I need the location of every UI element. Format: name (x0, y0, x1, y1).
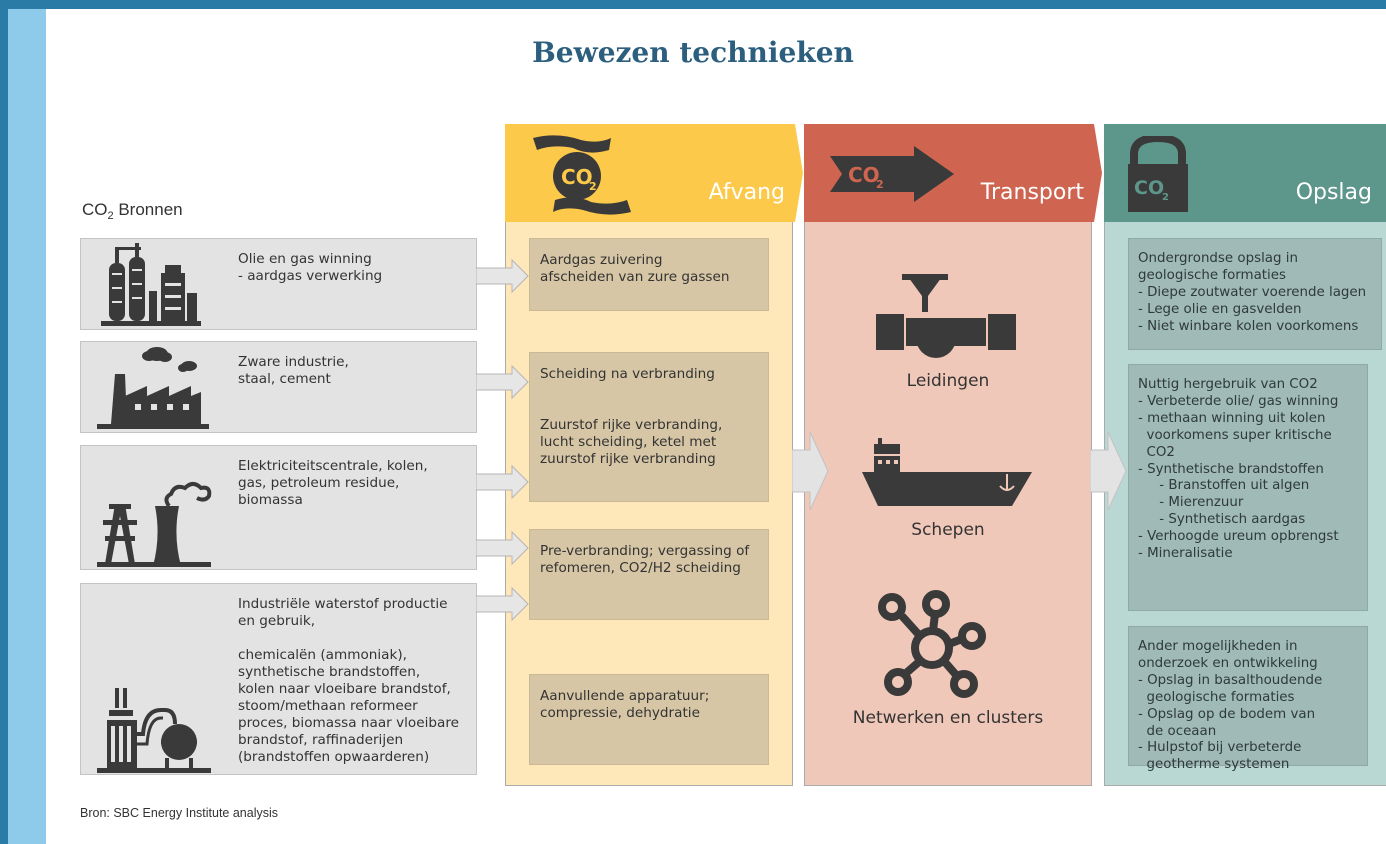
co2-lock-icon: CO 2 (1128, 136, 1188, 212)
transport-icon-sub: 2 (876, 178, 884, 191)
capture-header: CO 2 Afvang (505, 124, 803, 222)
capture-icon-text: CO (561, 165, 593, 189)
source-box-power-plant: Elektriciteitscentrale, kolen, gas, petr… (80, 445, 477, 570)
top-accent-bar (0, 0, 1386, 9)
network-icon (878, 590, 986, 698)
co2-arrow-icon: CO 2 (830, 146, 954, 202)
transport-header: CO 2 Transport (804, 124, 1102, 222)
source-box-hydrogen: Industriële waterstof productie en gebru… (80, 583, 477, 775)
capture-header-label: Afvang (708, 180, 785, 205)
capture-box-equipment: Aanvullende apparatuur; compressie, dehy… (529, 674, 769, 765)
transport-label-networks: Netwerken en clusters (852, 708, 1044, 728)
arrow-icon (476, 586, 529, 622)
ship-icon (862, 438, 1032, 506)
arrow-icon (792, 431, 829, 511)
storage-box-underground: Ondergrondse opslag in geologische forma… (1128, 238, 1382, 350)
left-accent-band (8, 9, 46, 844)
storage-header: CO 2 Opslag (1104, 124, 1386, 222)
sources-label-co: CO (82, 200, 108, 219)
capture-icon-sub: 2 (589, 180, 597, 193)
refinery-icon (101, 243, 201, 326)
arrow-icon (476, 364, 529, 400)
arrow-icon (1090, 431, 1127, 511)
arrow-icon (476, 530, 529, 566)
capture-box-precombustion: Pre-verbranding; vergassing of refomeren… (529, 529, 769, 620)
transport-header-label: Transport (980, 180, 1084, 205)
source-note: Bron: SBC Energy Institute analysis (80, 806, 279, 820)
chemical-plant-icon (97, 688, 211, 773)
capture-box-combustion: Scheiding na verbranding Zuurstof rijke … (529, 352, 769, 502)
sources-label-sub: 2 (107, 210, 114, 222)
sources-label: CO2 Bronnen (82, 200, 183, 222)
arrow-icon (476, 464, 529, 500)
sources-label-rest: Bronnen (113, 200, 183, 219)
factory-icon (97, 347, 209, 429)
source-box-heavy-industry: Zware industrie, staal, cement (80, 341, 477, 433)
transport-label-ships: Schepen (911, 520, 985, 540)
page-title: Bewezen technieken (532, 36, 854, 69)
storage-icon-sub: 2 (1162, 192, 1169, 203)
source-text-heavy-industry: Zware industrie, staal, cement (238, 354, 349, 387)
transport-icon-text: CO (848, 163, 880, 187)
storage-icon-text: CO (1134, 177, 1164, 199)
storage-box-reuse: Nuttig hergebruik van CO2 - Verbeterde o… (1128, 364, 1368, 611)
transport-label-pipelines: Leidingen (906, 371, 990, 391)
source-box-oil-gas: Olie en gas winning - aardgas verwerking (80, 238, 477, 330)
storage-header-label: Opslag (1295, 180, 1372, 205)
left-accent-bar (0, 0, 8, 844)
pipeline-icon (876, 274, 1016, 358)
arrow-icon (476, 258, 529, 294)
storage-box-research: Ander mogelijkheden in onderzoek en ontw… (1128, 626, 1368, 772)
source-text-hydrogen: Industriële waterstof productie en gebru… (238, 596, 459, 765)
capture-box-gas-treatment: Aardgas zuivering afscheiden van zure ga… (529, 238, 769, 311)
co2-hands-icon: CO 2 (533, 135, 631, 215)
source-text-oil-gas: Olie en gas winning - aardgas verwerking (238, 251, 383, 284)
power-plant-icon (97, 482, 212, 567)
source-text-power-plant: Elektriciteitscentrale, kolen, gas, petr… (238, 458, 428, 508)
